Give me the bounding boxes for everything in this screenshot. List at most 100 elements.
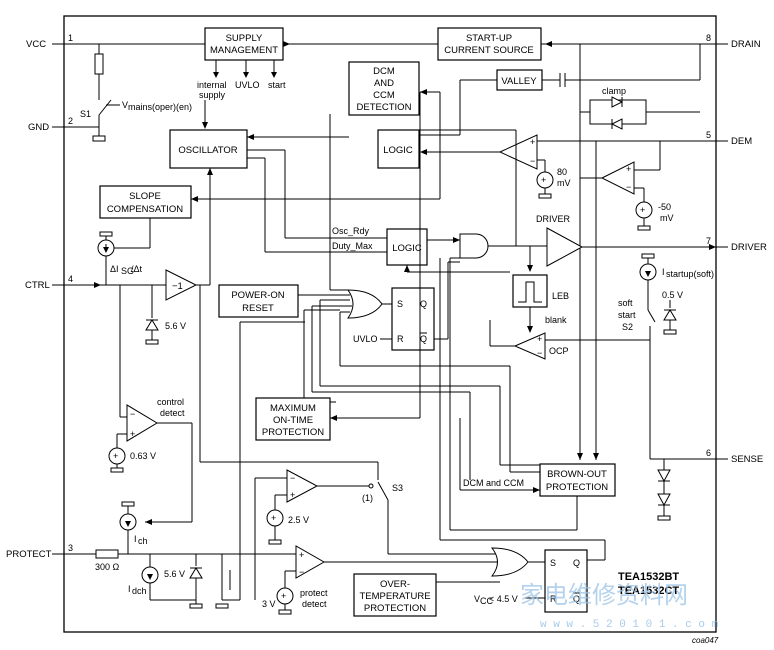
dem-comparator-lower: + − — [600, 161, 635, 195]
svg-text:mains(oper)(en): mains(oper)(en) — [128, 102, 192, 112]
figure-code: coa047 — [692, 636, 719, 645]
svg-text:−: − — [626, 182, 631, 192]
svg-text:0.63 V: 0.63 V — [130, 451, 156, 461]
ocp-comparator: + − — [513, 332, 546, 360]
pin-vcc: VCC 1 — [26, 33, 73, 50]
svg-text:−: − — [290, 473, 295, 483]
svg-text:+: + — [640, 205, 645, 215]
svg-text:VALLEY: VALLEY — [501, 76, 537, 87]
pin-drain-label: DRAIN — [731, 39, 761, 50]
chip-name-ct: TEA1532CT — [618, 585, 679, 597]
pin-protect-label: PROTECT — [6, 549, 52, 560]
svg-text:5.6 V: 5.6 V — [165, 321, 186, 331]
comparator-2v5: − + — [286, 469, 319, 503]
pin-vcc-number: 1 — [68, 33, 73, 43]
svg-text:+: + — [290, 490, 295, 500]
chip-outline — [63, 15, 717, 633]
svg-text:COMPENSATION: COMPENSATION — [107, 204, 183, 215]
svg-text:−: − — [299, 567, 304, 577]
svg-text:+: + — [113, 451, 118, 461]
svg-text:Duty_Max: Duty_Max — [332, 241, 373, 251]
svg-text:soft: soft — [618, 298, 633, 308]
svg-text:I: I — [134, 534, 137, 544]
svg-text:internal: internal — [197, 80, 227, 90]
svg-text:Q: Q — [573, 594, 580, 604]
svg-text:Q: Q — [573, 558, 580, 568]
svg-text:R: R — [397, 334, 404, 344]
pin-gnd-number: 2 — [68, 116, 73, 126]
svg-text:80: 80 — [557, 167, 567, 177]
and-gate — [459, 233, 489, 259]
dem-comparator-upper: + − — [498, 134, 538, 170]
pin-ctrl: CTRL 4 — [25, 274, 73, 291]
pin-driver-label: DRIVER — [731, 242, 767, 253]
pin-protect-number: 3 — [68, 543, 73, 553]
svg-text:ON-TIME: ON-TIME — [273, 415, 313, 426]
svg-text:supply: supply — [199, 90, 226, 100]
svg-text:CURRENT SOURCE: CURRENT SOURCE — [444, 45, 534, 56]
svg-text:control: control — [157, 397, 184, 407]
svg-text:POWER-ON: POWER-ON — [231, 290, 284, 301]
svg-text:start: start — [268, 80, 286, 90]
logic-block-top: LOGIC — [377, 129, 420, 169]
svg-text:+: + — [541, 175, 546, 185]
svg-text:/Δt: /Δt — [131, 264, 143, 274]
svg-text:BROWN-OUT: BROWN-OUT — [547, 469, 607, 480]
or-gate-bottom — [490, 547, 529, 577]
pin-ctrl-label: CTRL — [25, 280, 50, 291]
svg-text:start: start — [618, 310, 636, 320]
svg-text:S: S — [550, 558, 556, 568]
svg-text:UVLO: UVLO — [353, 334, 378, 344]
svg-text:−: − — [537, 348, 542, 358]
over-temperature-protection-block: OVER- TEMPERATURE PROTECTION — [353, 573, 437, 617]
svg-text:SLOPE: SLOPE — [129, 191, 161, 202]
svg-text:CC: CC — [480, 596, 493, 606]
dcm-ccm-detection-block: DCM AND CCM DETECTION — [348, 61, 420, 116]
svg-text:Q: Q — [420, 299, 427, 309]
pin-gnd-label: GND — [28, 122, 49, 133]
inverter-minus1: −1 — [165, 269, 198, 301]
svg-text:S1: S1 — [80, 109, 91, 119]
pin-dem: DEM 5 — [706, 130, 752, 147]
svg-text:MANAGEMENT: MANAGEMENT — [210, 45, 278, 56]
sr-latch-top: S Q R Q — [391, 287, 435, 351]
svg-text:ch: ch — [138, 536, 148, 546]
svg-text:protect: protect — [300, 588, 328, 598]
valley-block: VALLEY — [496, 69, 543, 91]
pin-vcc-label: VCC — [26, 39, 46, 50]
svg-text:PROTECTION: PROTECTION — [262, 427, 324, 438]
logic-block-mid: LOGIC — [386, 228, 428, 266]
svg-text:OSCILLATOR: OSCILLATOR — [178, 145, 237, 156]
svg-text:LOGIC: LOGIC — [383, 145, 413, 156]
pin-driver: DRIVER 7 — [706, 236, 767, 253]
pin-dem-label: DEM — [731, 136, 752, 147]
svg-text:+: + — [130, 429, 135, 439]
svg-text:LEB: LEB — [552, 291, 569, 301]
svg-text:+: + — [530, 137, 535, 147]
svg-text:I: I — [128, 584, 131, 594]
svg-text:R: R — [550, 594, 557, 604]
svg-text:2.5 V: 2.5 V — [288, 515, 309, 525]
svg-text:UVLO: UVLO — [235, 80, 260, 90]
pin-ctrl-number: 4 — [68, 274, 73, 284]
svg-text:startup(soft): startup(soft) — [666, 269, 714, 279]
svg-text:S3: S3 — [392, 483, 403, 493]
svg-text:< 4.5 V: < 4.5 V — [489, 594, 518, 604]
svg-text:PROTECTION: PROTECTION — [546, 482, 608, 493]
sr-latch-bottom: S Q R Q — [544, 549, 588, 613]
svg-text:V: V — [122, 100, 128, 110]
svg-text:+: + — [626, 164, 631, 174]
svg-text:DETECTION: DETECTION — [357, 102, 412, 113]
pin-gnd: GND 2 — [28, 116, 73, 133]
svg-text:blank: blank — [545, 315, 567, 325]
svg-text:TEMPERATURE: TEMPERATURE — [359, 591, 430, 602]
chip-name-bt: TEA1532BT — [618, 571, 679, 583]
brown-out-protection-block: BROWN-OUT PROTECTION — [539, 463, 616, 497]
resistor-icon — [94, 53, 104, 75]
svg-text:0.5 V: 0.5 V — [662, 290, 683, 300]
svg-text:-50: -50 — [658, 202, 671, 212]
svg-text:clamp: clamp — [602, 86, 626, 96]
svg-text:V: V — [474, 594, 480, 604]
pin-sense-number: 6 — [706, 448, 711, 458]
pin-drain-number: 8 — [706, 33, 711, 43]
